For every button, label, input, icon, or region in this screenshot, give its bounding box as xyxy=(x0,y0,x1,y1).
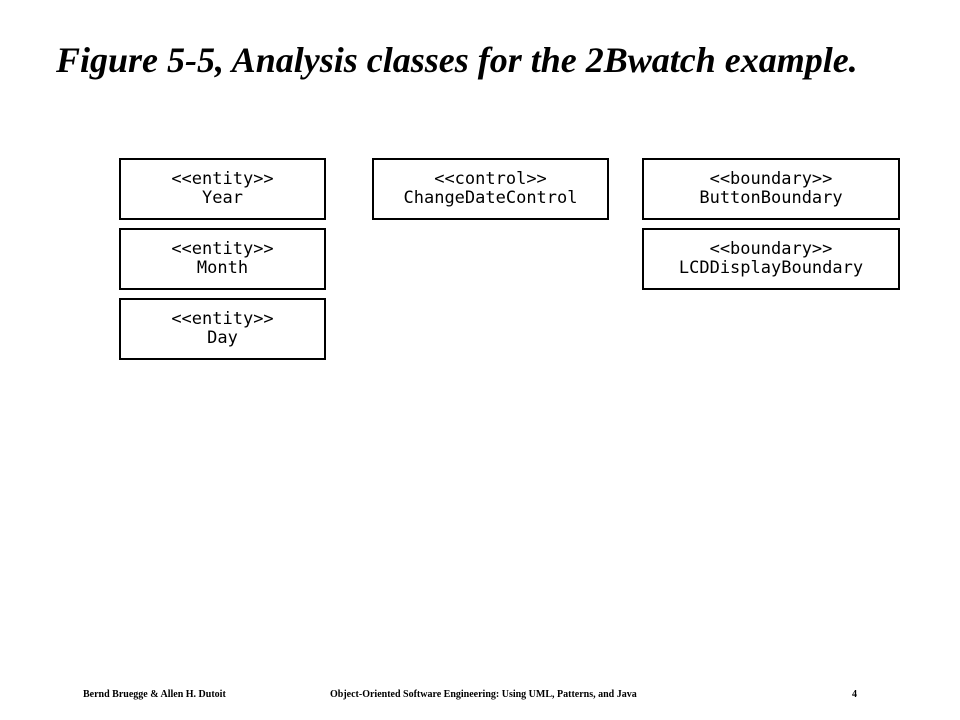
class-month: <<entity>> Month xyxy=(119,228,326,290)
footer-book-title: Object-Oriented Software Engineering: Us… xyxy=(330,689,637,700)
class-name: Day xyxy=(207,328,238,348)
class-stereotype: <<boundary>> xyxy=(709,239,833,259)
class-name: Year xyxy=(202,188,243,208)
class-stereotype: <<entity>> xyxy=(171,239,274,259)
class-name: ButtonBoundary xyxy=(699,188,843,208)
class-stereotype: <<entity>> xyxy=(171,169,274,189)
class-name: ChangeDateControl xyxy=(403,188,578,208)
class-change-date-control: <<control>> ChangeDateControl xyxy=(372,158,609,220)
figure-title: Figure 5-5, Analysis classes for the 2Bw… xyxy=(56,40,858,80)
class-stereotype: <<entity>> xyxy=(171,309,274,329)
class-name: LCDDisplayBoundary xyxy=(678,258,864,278)
class-day: <<entity>> Day xyxy=(119,298,326,360)
class-name: Month xyxy=(196,258,249,278)
footer-page-number: 4 xyxy=(852,689,857,700)
class-stereotype: <<boundary>> xyxy=(709,169,833,189)
class-lcd-display-boundary: <<boundary>> LCDDisplayBoundary xyxy=(642,228,900,290)
footer-authors: Bernd Bruegge & Allen H. Dutoit xyxy=(83,689,226,700)
class-button-boundary: <<boundary>> ButtonBoundary xyxy=(642,158,900,220)
class-stereotype: <<control>> xyxy=(434,169,547,189)
class-year: <<entity>> Year xyxy=(119,158,326,220)
